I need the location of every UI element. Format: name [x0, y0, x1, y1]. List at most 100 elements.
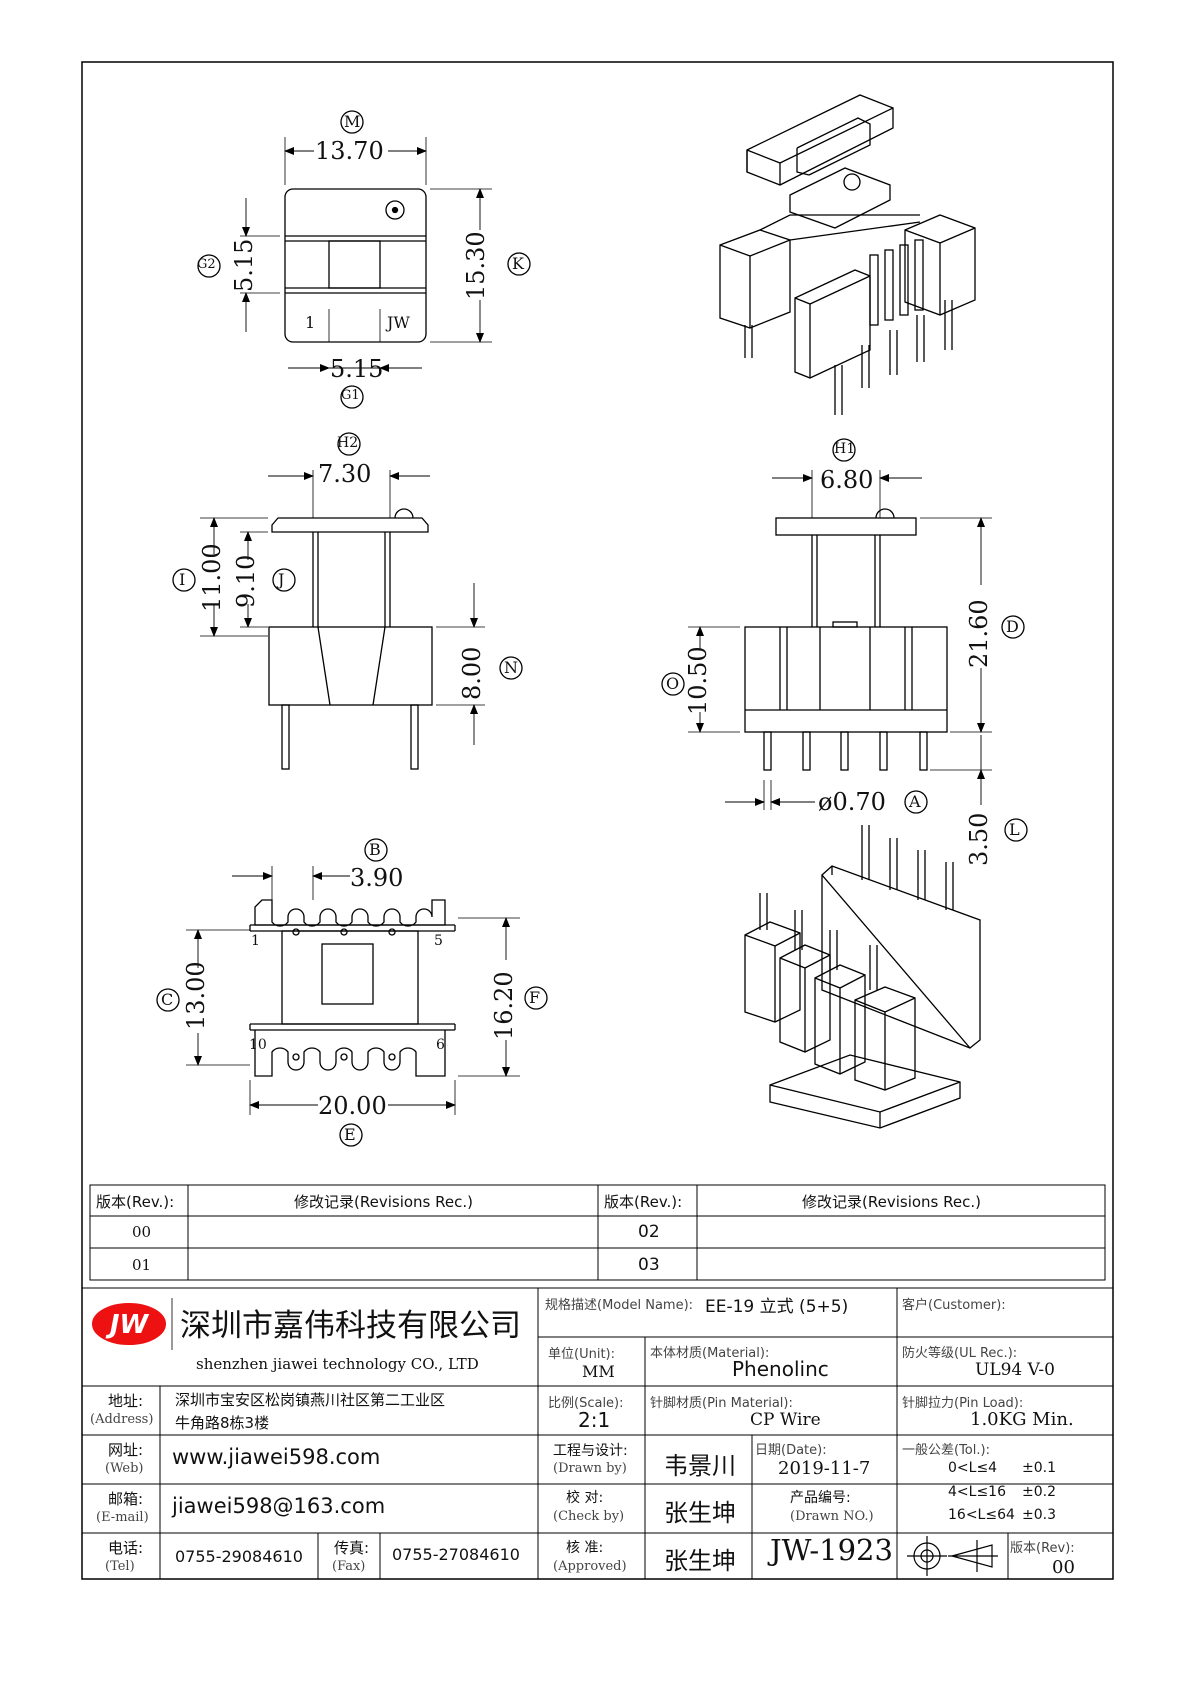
- dim-value: 13.00: [182, 961, 210, 1030]
- pin-load-label: 针脚拉力(Pin Load):: [902, 1396, 1024, 1411]
- dim-letter: A: [909, 792, 921, 811]
- rev-row: 01: [132, 1256, 152, 1274]
- address-label-en: (Address): [90, 1412, 154, 1427]
- tol-range: 4<L≤16: [948, 1484, 1006, 1500]
- pin-material-label: 针脚材质(Pin Material):: [650, 1396, 793, 1411]
- fax-value: 0755-27084610: [392, 1545, 520, 1564]
- rev-row: 00: [132, 1223, 152, 1241]
- tol-range: 16<L≤64: [948, 1507, 1015, 1523]
- dim-value: 16.20: [490, 971, 518, 1040]
- dim-value: 3.50: [965, 812, 993, 866]
- drawn-no-label-en: (Drawn NO.): [790, 1509, 874, 1524]
- dim-letter: O: [666, 674, 680, 693]
- tol-value: ±0.1: [1022, 1460, 1056, 1476]
- dim-letter: F: [529, 988, 541, 1007]
- check-label-en: (Check by): [553, 1509, 625, 1524]
- email-label: 邮箱:: [108, 1490, 144, 1508]
- dim-value: 21.60: [965, 599, 993, 668]
- dim-letter: N: [504, 658, 518, 677]
- tol-value: ±0.3: [1022, 1507, 1056, 1523]
- drawn-label: 工程与设计:: [553, 1443, 628, 1459]
- web-label-en: (Web): [105, 1461, 144, 1476]
- rev-value: 00: [1052, 1557, 1075, 1578]
- approved-by-value: 张生坤: [664, 1547, 736, 1575]
- scale-value: 2:1: [578, 1408, 611, 1432]
- pin-material-value: CP Wire: [750, 1410, 821, 1430]
- check-label: 校 对:: [566, 1490, 604, 1506]
- dim-letter: H2: [337, 435, 359, 451]
- pin-mark: 10: [249, 1037, 267, 1053]
- pin-mark: 1: [251, 933, 260, 949]
- approved-label: 核 准:: [566, 1540, 604, 1556]
- ul-label: 防火等级(UL Rec.):: [902, 1346, 1018, 1361]
- tol-value: ±0.2: [1022, 1484, 1056, 1500]
- company-name-cn: 深圳市嘉伟科技有限公司: [180, 1308, 521, 1344]
- web-label: 网址:: [108, 1441, 144, 1459]
- dim-value: 13.70: [315, 137, 384, 165]
- dim-value: 8.00: [458, 646, 486, 700]
- logo-letters: JW: [105, 1310, 150, 1340]
- model-label: 规格描述(Model Name):: [545, 1298, 694, 1313]
- email-label-en: (E-mail): [96, 1510, 149, 1525]
- material-label: 本体材质(Material):: [650, 1346, 770, 1361]
- model-value: EE-19 立式 (5+5): [705, 1297, 849, 1317]
- projection-symbol: [907, 1536, 998, 1576]
- dim-value: 3.90: [350, 864, 404, 892]
- unit-value: MM: [582, 1362, 615, 1381]
- dim-letter: M: [344, 112, 361, 131]
- dim-letter: G1: [341, 388, 360, 403]
- fax-label: 传真:: [334, 1539, 370, 1557]
- top-view: [197, 110, 531, 409]
- address-line1: 深圳市宝安区松岗镇燕川社区第二工业区: [175, 1391, 446, 1409]
- drawn-by-value: 韦景川: [664, 1452, 736, 1480]
- approved-label-en: (Approved): [553, 1559, 627, 1574]
- dim-value: 6.80: [820, 466, 874, 494]
- address-label: 地址:: [108, 1392, 144, 1410]
- drawing-number: JW-1923: [770, 1533, 893, 1567]
- dim-letter: B: [369, 840, 381, 859]
- dim-letter: I: [179, 570, 186, 589]
- material-value: Phenolinc: [732, 1357, 829, 1381]
- tel-value: 0755-29084610: [175, 1547, 303, 1566]
- dim-value: 7.30: [318, 460, 372, 488]
- pin-mark: 6: [436, 1037, 445, 1053]
- company-name-en: shenzhen jiawei technology CO., LTD: [196, 1355, 479, 1373]
- date-label: 日期(Date):: [755, 1443, 827, 1458]
- pin-mark: 1: [305, 313, 316, 332]
- title-block-grid: [82, 1287, 1113, 1579]
- sheet-border: [81, 61, 1114, 1580]
- company-logo: JW: [90, 1301, 168, 1347]
- dim-letter: D: [1006, 617, 1019, 636]
- tel-label-en: (Tel): [105, 1559, 135, 1574]
- customer-label: 客户(Customer):: [902, 1298, 1006, 1313]
- dim-letter: E: [344, 1125, 356, 1144]
- pin-load-value: 1.0KG Min.: [970, 1409, 1074, 1430]
- date-value: 2019-11-7: [778, 1458, 871, 1479]
- dim-value: 20.00: [318, 1092, 387, 1120]
- dim-value: 9.10: [232, 554, 260, 608]
- tel-label: 电话:: [108, 1539, 144, 1557]
- dim-value: 10.50: [684, 646, 712, 715]
- dim-letter: G2: [197, 257, 216, 272]
- drawn-label-en: (Drawn by): [553, 1461, 627, 1476]
- dim-letter: K: [512, 254, 524, 273]
- front-view-left: [172, 432, 523, 770]
- bottom-view: [156, 838, 548, 1147]
- rev-header: 版本(Rev.):: [604, 1193, 683, 1211]
- rev-row: 02: [638, 1222, 660, 1242]
- iso-view-top: [719, 94, 976, 415]
- email-value[interactable]: jiawei598@163.com: [172, 1494, 386, 1518]
- rec-header: 修改记录(Revisions Rec.): [294, 1193, 473, 1211]
- revisions-table: [89, 1184, 1106, 1281]
- scale-label: 比例(Scale):: [548, 1396, 624, 1411]
- web-value[interactable]: www.jiawei598.com: [172, 1445, 381, 1469]
- dim-value: 5.15: [230, 238, 258, 292]
- unit-label: 单位(Unit):: [548, 1347, 615, 1362]
- rev-header: 版本(Rev.):: [96, 1193, 175, 1211]
- check-by-value: 张生坤: [664, 1499, 736, 1527]
- dim-letter: J: [278, 570, 285, 589]
- pin-mark: 5: [434, 933, 443, 949]
- tol-range: 0<L≤4: [948, 1460, 998, 1476]
- side-view-right: [661, 438, 1028, 842]
